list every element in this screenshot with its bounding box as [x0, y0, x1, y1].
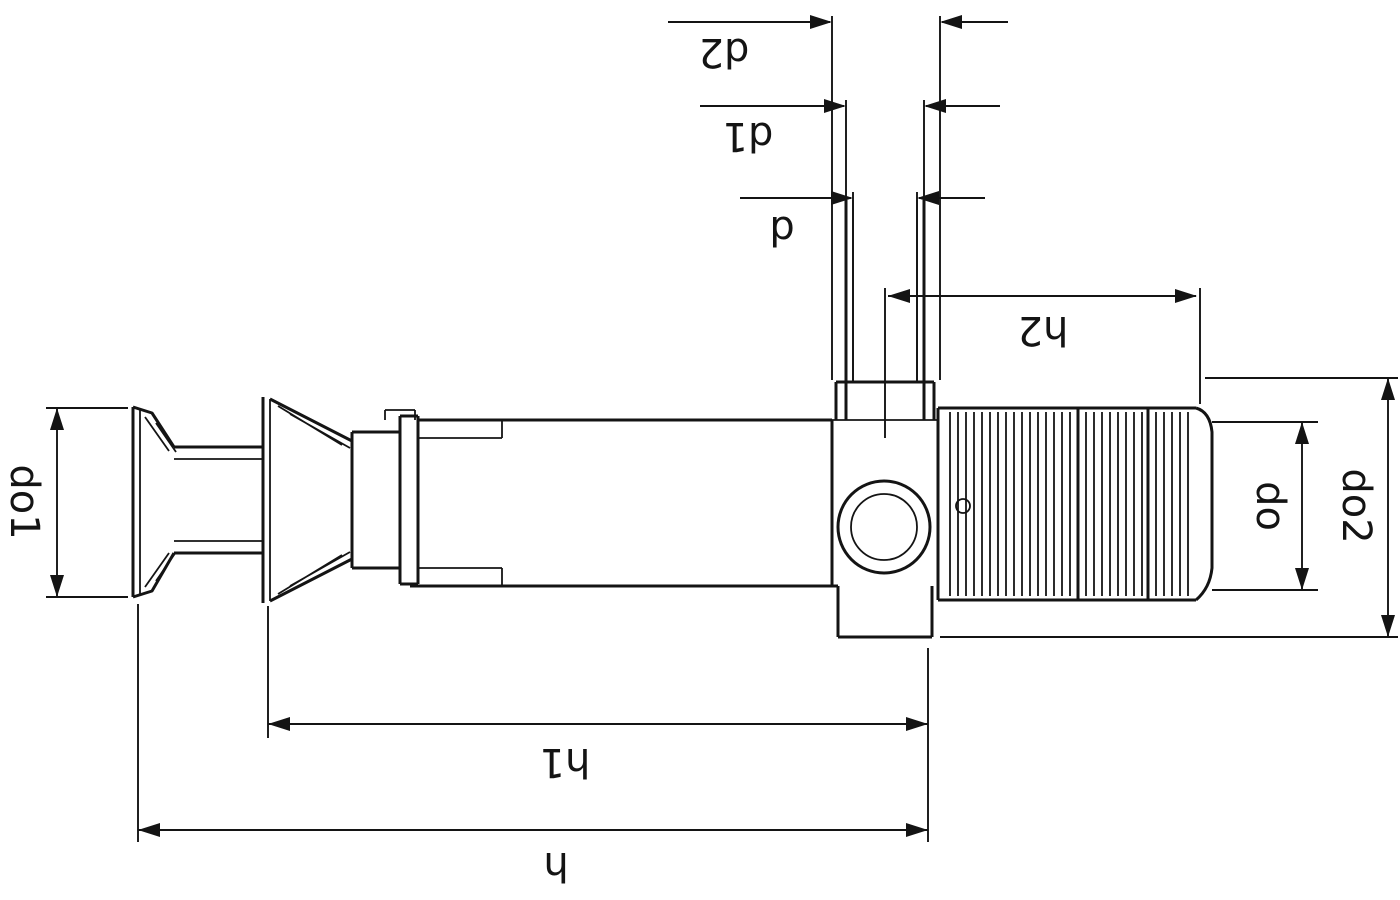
- fitting-body: [131, 200, 1214, 639]
- label-d2: d2: [699, 29, 750, 75]
- label-h1: h1: [540, 739, 591, 785]
- neck-tube: [174, 445, 263, 555]
- dimension-h: h: [137, 604, 928, 889]
- label-h2: h2: [1018, 307, 1069, 353]
- dimension-d1: d1: [700, 99, 1000, 196]
- label-h: h: [543, 843, 568, 889]
- label-do: do: [1247, 481, 1293, 531]
- label-do2: do2: [1333, 468, 1379, 543]
- threaded-end: [936, 406, 1214, 602]
- main-body: [410, 418, 838, 588]
- label-do1: do1: [1, 464, 47, 539]
- step-ring: [352, 409, 420, 586]
- detail-hole: [955, 498, 971, 514]
- dimension-h1: h1: [267, 606, 929, 842]
- dimension-do: do: [1212, 421, 1318, 591]
- dimension-do1: do1: [1, 407, 128, 598]
- label-d: d: [769, 207, 794, 253]
- dimension-d: d: [740, 191, 985, 382]
- dimension-do2: do2: [940, 377, 1398, 638]
- dimension-h2: h2: [884, 288, 1201, 438]
- compression-cone: [261, 397, 354, 603]
- left-cone: [131, 405, 177, 599]
- junction-block: [830, 420, 934, 639]
- label-d1: d1: [723, 113, 774, 159]
